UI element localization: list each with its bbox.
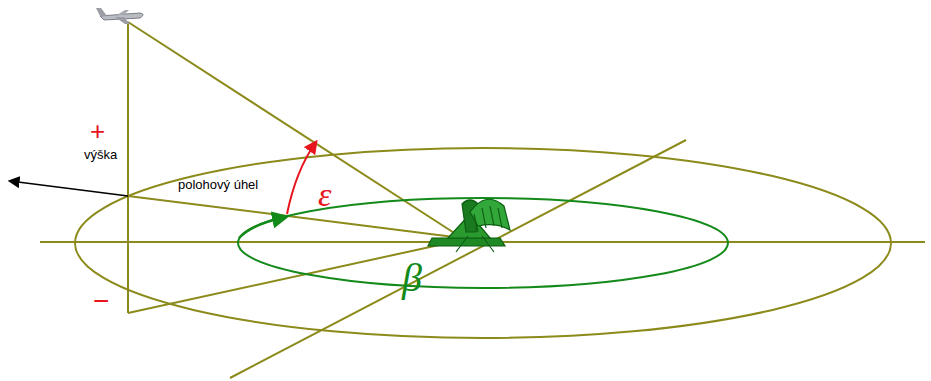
azimuth-ellipse: [238, 198, 728, 288]
height-label: výška: [84, 148, 117, 161]
negative-height-line: [128, 240, 462, 313]
direction-arrow: [10, 181, 128, 196]
ground-projection-line: [128, 196, 462, 238]
airplane-icon: [96, 8, 143, 24]
height-line: [127, 22, 129, 313]
diagonal-axis: [230, 140, 686, 378]
beta-symbol: β: [402, 258, 422, 298]
azimuth-arc: [239, 217, 286, 238]
epsilon-symbol: ε: [318, 178, 331, 212]
radar-antenna: [428, 199, 510, 252]
elevation-label: polohový úhel: [178, 178, 258, 191]
elevation-arc: [287, 142, 316, 214]
minus-sign: −: [93, 287, 109, 315]
slant-range-line: [128, 22, 462, 238]
plus-sign: +: [90, 118, 105, 144]
